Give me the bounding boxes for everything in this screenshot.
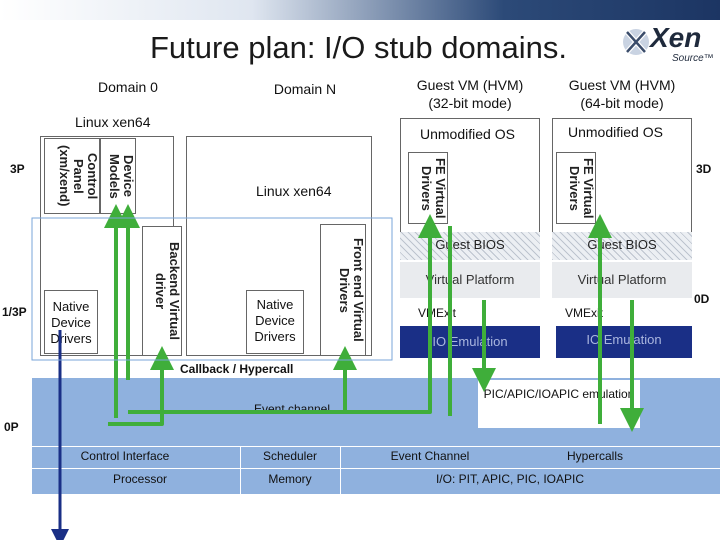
control-panel-label: Control Panel (xm/xend) [57,145,100,207]
domainN-native-drivers-label: Native Device Drivers [254,297,296,344]
header-guest-64: Guest VM (HVM) (64-bit mode) [552,76,692,112]
pic-emulation-box: PIC/APIC/IOAPIC emulation [478,380,640,428]
guest64-os-label: Unmodified OS [568,124,663,140]
guest64-io-emulation-box: IO Emulation [556,326,692,358]
backend-driver-label: Backend Virtual driver [153,241,182,341]
domainN-os-label: Linux xen64 [256,183,332,199]
header-domain-n: Domain N [273,81,337,97]
guest32-fe-box: FE Virtual Drivers [408,152,448,224]
callback-hypercall-label: Callback / Hypercall [180,362,294,376]
arrow-guest32-fe [345,214,442,414]
header-domain-0: Domain 0 [98,79,158,95]
control-interface-label: Control Interface [80,449,170,463]
ring-label-13p: 1/3P [2,305,27,319]
logo-text-xen: Xen [650,22,702,53]
ring-label-3p: 3P [10,162,25,176]
hypervisor-divider [32,468,720,469]
ring-label-3d: 3D [696,162,712,176]
header-guest-32: Guest VM (HVM) (32-bit mode) [400,76,540,112]
backend-driver-box: Backend Virtual driver [142,226,182,356]
device-models-label: Device Models [107,153,136,199]
xensource-logo: Xen Source™ [622,22,714,68]
device-models-box: Device Models [100,138,136,214]
guest64-io-emulation-label: IO Emulation [586,332,662,347]
guest32-header-line1: Guest VM (HVM) [416,77,524,93]
control-panel-box: Control Panel (xm/xend) [44,138,100,214]
guest64-fe-box: FE Virtual Drivers [556,152,596,224]
io-devices-label: I/O: PIT, APIC, PIC, IOAPIC [435,472,585,486]
guest64-bios-label: Guest BIOS [587,237,657,252]
domain0-os-label: Linux xen64 [75,114,151,130]
guest64-fe-label: FE Virtual Drivers [567,157,596,219]
guest64-header-line1: Guest VM (HVM) [568,77,676,93]
hypervisor-divider [240,446,241,494]
arrow-backend-driver [108,346,174,426]
domainN-native-drivers-box: Native Device Drivers [246,290,304,354]
event-channel-label: Event Channel [390,449,470,463]
logo-text-source: Source™ [672,53,714,64]
guest64-vmexit-label: VMExit [565,306,604,320]
guest32-bios-label: Guest BIOS [435,237,505,252]
frontend-driver-box: Front end Virtual Drivers [320,224,366,356]
memory-label: Memory [268,472,312,486]
guest32-platform-box: Virtual Platform [400,262,540,298]
ring-label-0p: 0P [4,420,19,434]
hypervisor-divider [32,446,720,447]
domain-separator [31,217,393,361]
guest32-vmexit-label: VMExit [418,306,457,320]
scheduler-label: Scheduler [262,449,318,463]
guest32-header-line2: (32-bit mode) [428,95,512,111]
frontend-driver-label: Front end Virtual Drivers [337,238,366,342]
guest64-header-line2: (64-bit mode) [580,95,664,111]
guest32-fe-label: FE Virtual Drivers [419,157,448,219]
guest32-os-label: Unmodified OS [420,126,515,142]
hypercalls-label: Hypercalls [566,449,623,463]
slide-title: Future plan: I/O stub domains. [150,30,567,65]
pic-emulation-label: PIC/APIC/IOAPIC emulation [483,387,635,401]
processor-label: Processor [112,472,168,486]
hypervisor-divider [340,446,341,494]
top-banner [0,0,720,20]
guest32-platform-label: Virtual Platform [425,272,515,287]
ring-label-0d: 0D [694,292,710,306]
guest64-bios-box: Guest BIOS [552,232,692,260]
